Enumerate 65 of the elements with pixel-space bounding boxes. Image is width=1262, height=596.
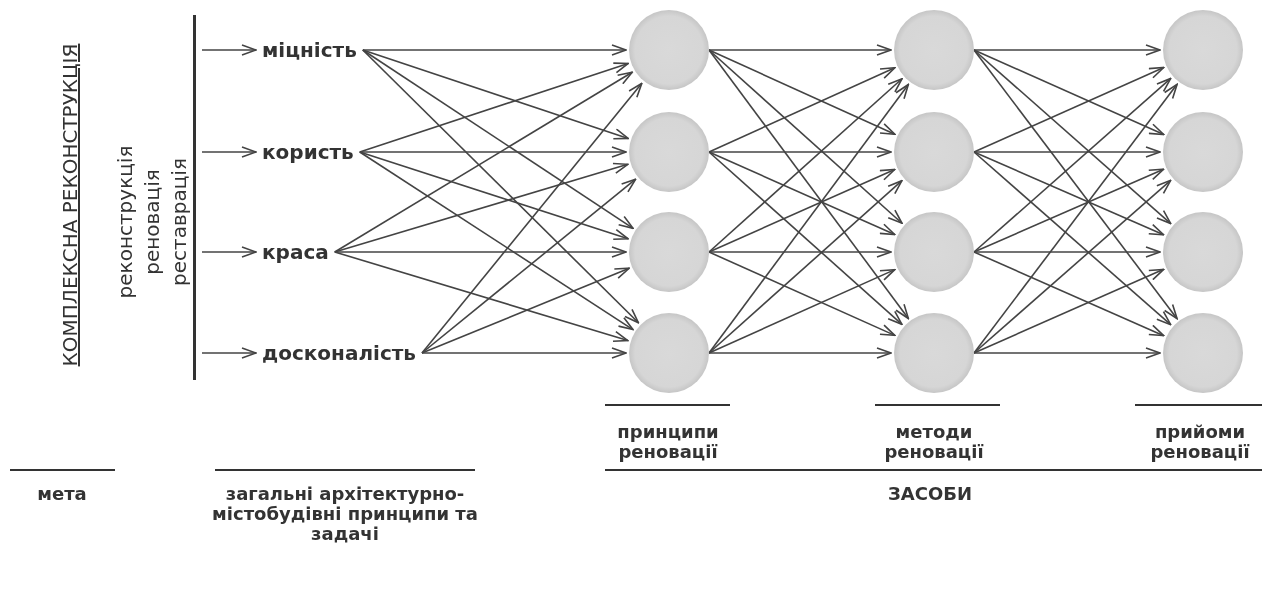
arrow — [973, 83, 1178, 354]
arrow — [421, 82, 643, 354]
arrow — [358, 146, 627, 158]
arrow — [708, 347, 892, 359]
column-caption: прийоми реновації — [1149, 422, 1251, 462]
arrow — [708, 77, 903, 253]
arrow — [708, 268, 896, 354]
arrow — [973, 179, 1172, 354]
arrow — [973, 168, 1165, 253]
arrow — [362, 44, 627, 56]
arrow — [333, 71, 633, 253]
arrow — [708, 168, 896, 253]
arrow — [973, 49, 1165, 136]
arrow — [333, 251, 629, 343]
arrow — [362, 49, 634, 230]
row-caption: загальні архітектурно-містобудівні принципи та задачі — [211, 484, 479, 544]
arrow — [708, 83, 910, 354]
arrow — [358, 151, 634, 331]
arrow — [358, 151, 629, 240]
vertical-term: реставрація — [168, 158, 190, 286]
arrow — [201, 146, 257, 158]
quality-label: користь — [262, 140, 354, 164]
arrow — [973, 44, 1161, 56]
column-caption: принципи реновації — [616, 422, 720, 462]
arrow — [421, 178, 637, 354]
vertical-term: реновація — [141, 169, 163, 275]
vertical-title: КОМПЛЕКСНА РЕКОНСТРУКЦІЯ — [59, 43, 81, 367]
arrow — [201, 44, 257, 56]
arrow — [201, 246, 257, 258]
vertical-term: реконструкція — [114, 145, 136, 299]
vertical-bar — [193, 15, 196, 380]
arrow — [708, 151, 903, 326]
arrow — [708, 251, 896, 337]
arrow — [421, 347, 627, 359]
arrow — [973, 77, 1172, 253]
row-caption: ЗАСОБИ — [887, 484, 973, 504]
arrow — [708, 49, 910, 320]
arrow — [973, 151, 1172, 326]
arrow — [973, 146, 1161, 158]
arrow — [973, 151, 1165, 236]
arrow — [362, 49, 640, 324]
quality-label: досконалість — [262, 341, 416, 365]
arrow — [708, 44, 892, 56]
arrow — [973, 49, 1172, 225]
arrow — [421, 267, 630, 354]
arrow — [708, 49, 896, 136]
row-caption: мета — [36, 484, 88, 504]
arrow — [201, 347, 257, 359]
arrow — [973, 49, 1178, 320]
arrow — [973, 246, 1161, 258]
quality-label: міцність — [262, 38, 357, 62]
arrow — [973, 66, 1165, 153]
arrow — [708, 146, 892, 158]
arrow — [362, 49, 629, 140]
quality-label: краса — [262, 240, 329, 264]
column-caption: методи реновації — [883, 422, 985, 462]
arrow — [973, 251, 1165, 337]
arrow — [973, 347, 1161, 359]
arrow — [333, 246, 627, 258]
arrow — [708, 246, 892, 258]
arrow — [708, 66, 896, 153]
arrow — [708, 179, 903, 354]
arrow — [708, 49, 903, 225]
arrow — [973, 268, 1165, 354]
arrow — [708, 151, 896, 236]
